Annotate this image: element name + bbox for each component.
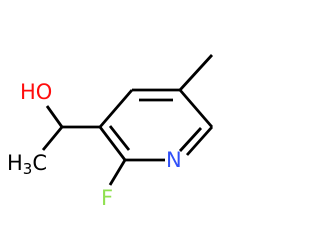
bond-chiral-oh [45,105,64,128]
bond-c2-c3-inner [108,125,131,151]
bond-c6-n1-inner [178,127,203,152]
bond-c6-n1 [185,126,214,156]
bond-c2-fluorine [108,159,127,186]
molecule-structure: HO H3C N F [7,54,214,210]
bond-c2-c3 [98,126,127,161]
bond-c3-c4 [98,89,134,128]
hydroxyl-label: HO [20,80,52,104]
methyl-left-h: H [7,151,23,175]
methyl-left-c: C [32,151,47,175]
methyl-left-label: H3C [7,151,47,178]
nitrogen-label: N [166,148,182,172]
bond-c5-methyl [178,54,214,91]
atom-labels: HO H3C N F [7,80,182,210]
methyl-left-sub: 3 [23,160,33,178]
bond-c5-c6 [178,89,214,128]
bonds [41,54,214,186]
fluorine-label: F [101,186,113,210]
bond-chiral-methyl [41,126,64,151]
